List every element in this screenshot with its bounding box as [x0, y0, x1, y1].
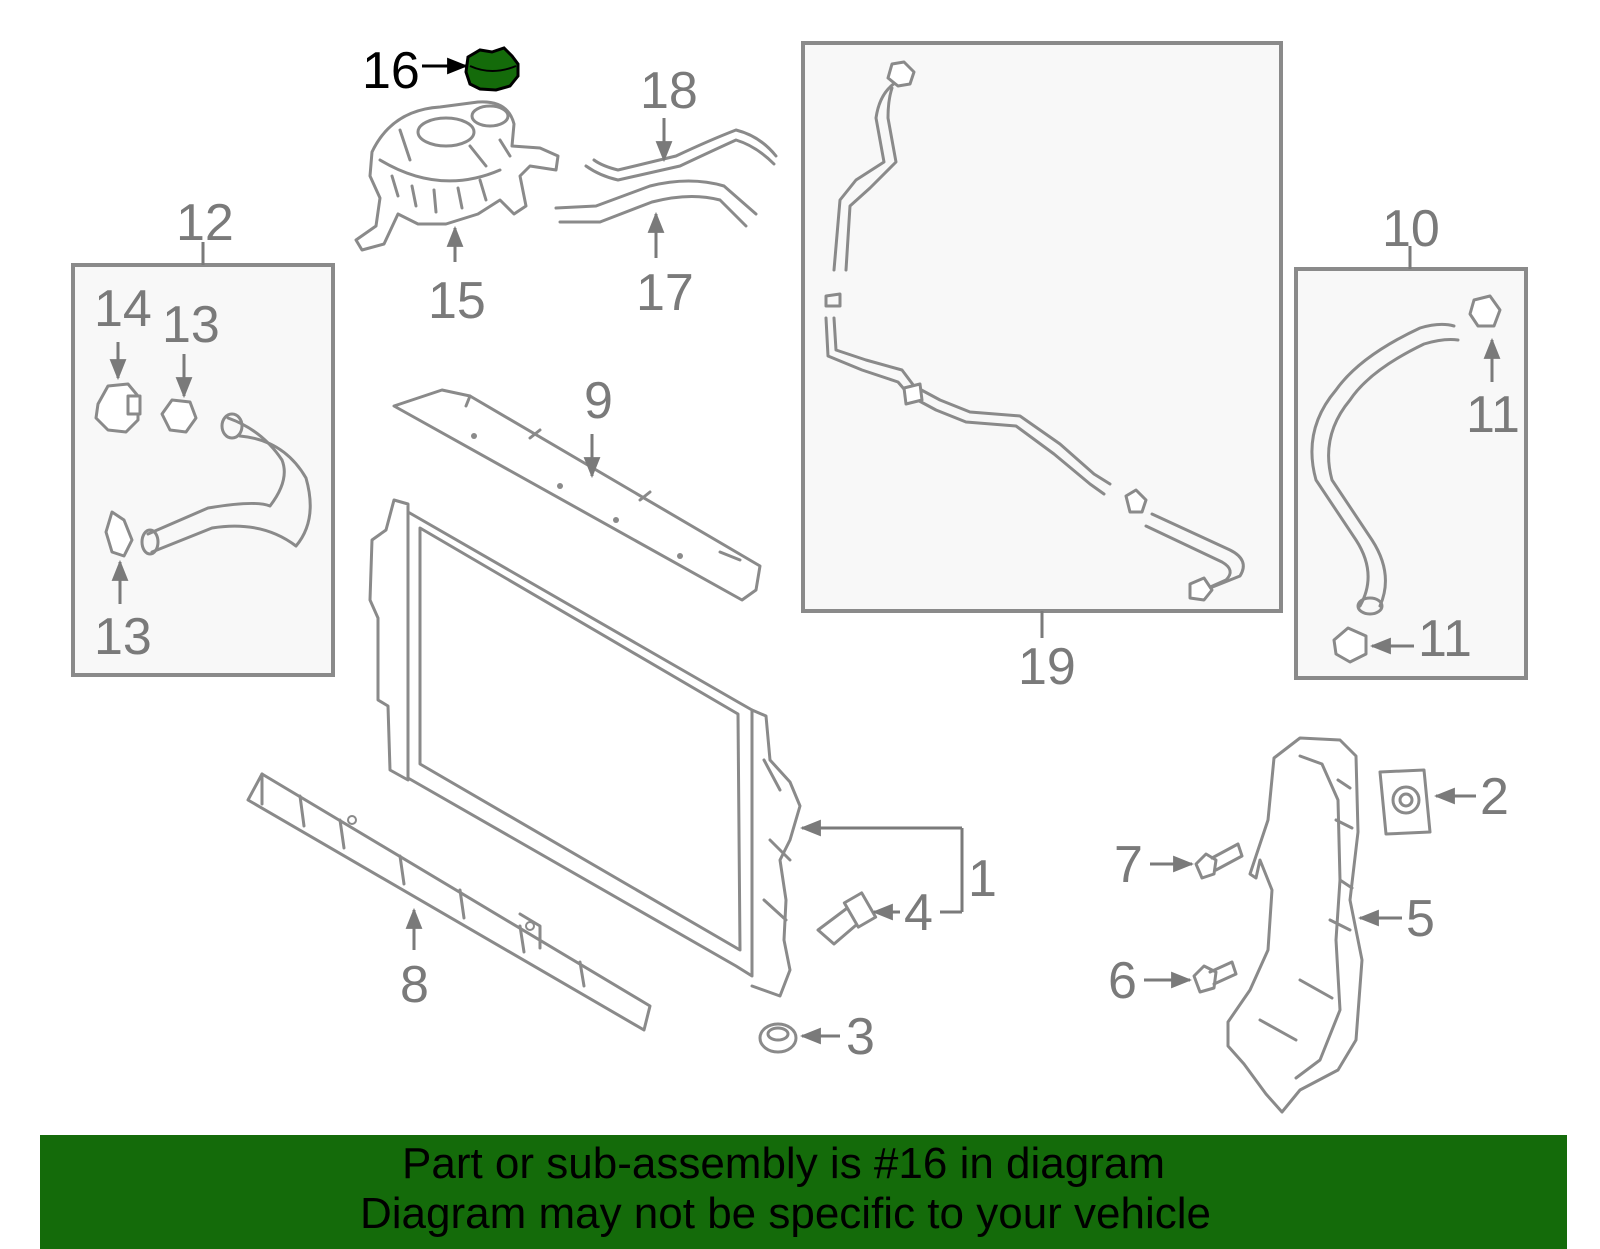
hose-clamp-part-13-upper[interactable]	[160, 354, 198, 434]
callout-13-lower: 13	[94, 608, 152, 666]
lower-radiator-hose[interactable]	[1310, 322, 1460, 616]
callout-5: 5	[1406, 890, 1435, 948]
callout-10: 10	[1382, 200, 1440, 258]
cap-part-14[interactable]	[94, 342, 142, 434]
radiator-cap-part-16[interactable]	[422, 46, 520, 92]
coolant-reservoir-part-15[interactable]	[354, 100, 560, 262]
upper-radiator-hose[interactable]	[140, 412, 312, 556]
drain-fitting-part-4[interactable]	[816, 891, 900, 946]
heater-hose-assembly-part-19[interactable]	[824, 60, 1245, 602]
part-notice-banner: Part or sub-assembly is #16 in diagram D…	[40, 1135, 1567, 1249]
callout-6: 6	[1108, 952, 1137, 1010]
callout-15: 15	[428, 272, 486, 330]
hose-kit-box-10[interactable]	[1294, 246, 1528, 680]
callout-11-upper: 11	[1466, 386, 1520, 444]
grommet-part-3[interactable]	[758, 1022, 840, 1054]
callout-1: 1	[968, 850, 997, 908]
callout-13-upper: 13	[162, 296, 220, 354]
hose-clamp-part-11-upper[interactable]	[1468, 294, 1502, 382]
hose-clamp-part-11-lower[interactable]	[1332, 626, 1414, 664]
banner-disclaimer-line: Diagram may not be specific to your vehi…	[359, 1189, 1212, 1238]
callout-16: 16	[362, 42, 420, 100]
callout-12: 12	[176, 194, 234, 252]
callout-2: 2	[1480, 768, 1509, 826]
air-guide-part-9[interactable]	[392, 388, 762, 602]
callout-17: 17	[636, 264, 694, 322]
banner-part-line: Part or sub-assembly is #16 in diagram	[402, 1139, 1165, 1188]
callout-9: 9	[584, 372, 613, 430]
callout-3: 3	[846, 1008, 875, 1066]
callout-4: 4	[904, 884, 933, 942]
bolt-part-7[interactable]	[1150, 842, 1244, 880]
hose-kit-box-12[interactable]	[71, 242, 335, 677]
radiator-part-1[interactable]	[368, 498, 964, 998]
hose-part-17[interactable]	[554, 179, 758, 258]
callout-8: 8	[400, 956, 429, 1014]
hose-part-18[interactable]	[584, 118, 778, 182]
callout-7: 7	[1114, 836, 1143, 894]
bolt-part-6[interactable]	[1144, 960, 1238, 994]
hose-clamp-part-13-lower[interactable]	[104, 510, 134, 604]
hose-assembly-box-19[interactable]	[801, 41, 1283, 638]
callout-19: 19	[1018, 638, 1076, 696]
callout-18: 18	[640, 62, 698, 120]
callout-11-lower: 11	[1418, 610, 1472, 668]
callout-14: 14	[94, 280, 152, 338]
air-guide-part-8[interactable]	[246, 772, 652, 1032]
side-bracket-part-5[interactable]	[1226, 736, 1402, 1114]
mount-part-2[interactable]	[1378, 768, 1476, 836]
